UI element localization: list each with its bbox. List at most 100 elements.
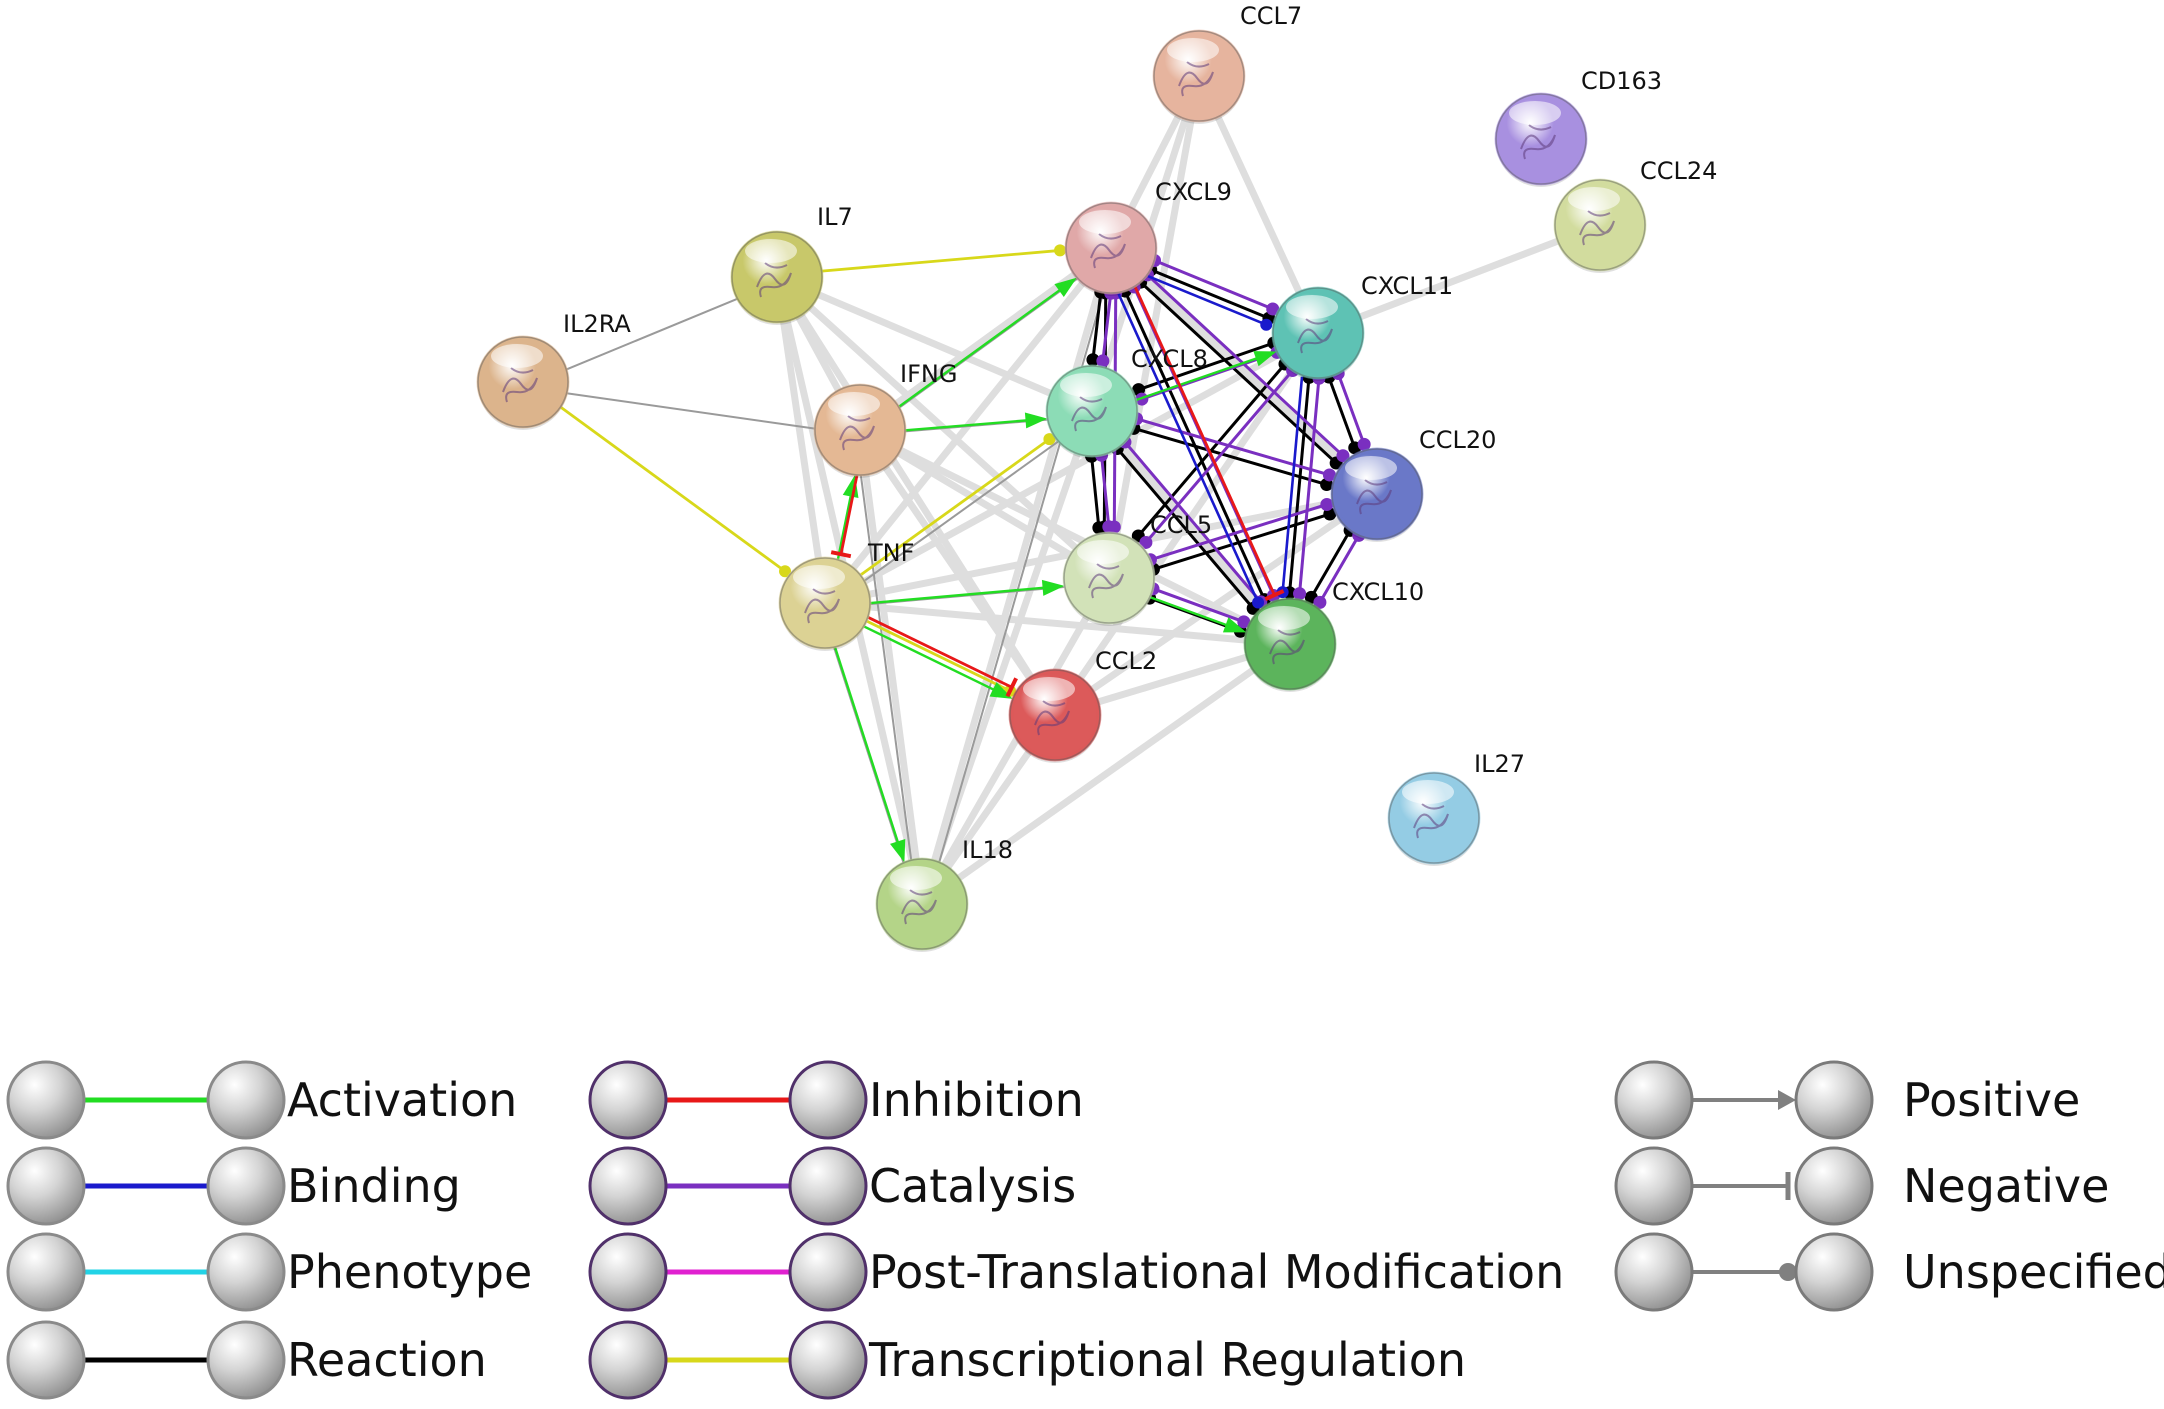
edge-pathway-ifng-il18	[859, 473, 913, 863]
edge-activation-tnf-ccl5	[870, 579, 1065, 605]
legend-node-icon	[6, 1146, 86, 1226]
edge-pathway-il2ra-ifng	[564, 392, 817, 430]
legend-node-icon	[1614, 1232, 1694, 1312]
legend-edge-inhibition: Inhibition	[666, 1073, 1084, 1127]
node-ccl5[interactable]: CCL5	[1062, 511, 1212, 626]
protein-structure-icon	[1269, 629, 1305, 665]
edge-evidence-ccl2-cxcl10	[1090, 652, 1255, 707]
node-label: CXCL10	[1332, 578, 1424, 606]
node-ccl2[interactable]: CCL2	[1008, 647, 1157, 763]
edge-evidence-il18-ccl5	[938, 610, 1093, 872]
edge-evidence-cxcl8-cxcl10	[1115, 438, 1267, 617]
legend-node-icon	[1794, 1060, 1874, 1140]
protein-structure-icon	[1413, 803, 1449, 839]
edge-evidence-ifng-il18	[861, 467, 921, 867]
edge-activation-ifng-cxcl8	[905, 412, 1048, 432]
legend-edge-phenotype: Phenotype	[84, 1245, 532, 1299]
node-il7[interactable]: IL7	[730, 203, 853, 325]
legend-node-icon	[1614, 1146, 1694, 1226]
edge-evidence-ifng-ccl5	[891, 447, 1078, 561]
legend-node-icon	[588, 1232, 668, 1312]
legend-edge-activation: Activation	[84, 1073, 517, 1127]
legend-node-icon	[588, 1146, 668, 1226]
edge-transcriptional-il2ra-tnf	[559, 405, 792, 578]
edge-evidence-ifng-cxcl10	[893, 444, 1257, 630]
edge-transcriptional-tnf-cxcl8	[859, 433, 1056, 577]
protein-structure-icon	[1579, 210, 1615, 246]
legend-label: Negative	[1903, 1159, 2109, 1213]
node-il27[interactable]: IL27	[1387, 750, 1525, 866]
legend-node-icon	[588, 1060, 668, 1140]
legend-label: Phenotype	[287, 1245, 532, 1299]
legend-node-icon	[206, 1060, 286, 1140]
node-cd163[interactable]: CD163	[1494, 67, 1662, 187]
edge-evidence-il18-cxcl10	[951, 664, 1261, 884]
edge-evidence-il18-ccl2	[942, 745, 1035, 874]
node-label: IFNG	[900, 360, 957, 388]
edge-pathway-il2ra-il7	[564, 297, 740, 372]
edge-inhibition-ifng-tnf	[830, 475, 859, 559]
legend-label: Reaction	[287, 1333, 487, 1387]
node-label: CCL5	[1150, 511, 1212, 539]
edge-binding-cxcl9-cxcl11	[1147, 274, 1273, 331]
legend-node-icon	[6, 1060, 86, 1140]
node-cxcl10[interactable]: CXCL10	[1243, 578, 1424, 692]
protein-structure-icon	[1088, 563, 1124, 599]
edge-inhibition-cxcl9-cxcl10	[1133, 285, 1285, 601]
legend-label: Binding	[287, 1159, 461, 1213]
legend-node-icon	[1614, 1060, 1694, 1140]
protein-structure-icon	[502, 367, 538, 403]
node-tnf[interactable]: TNF	[778, 539, 914, 651]
legend-effect-positive: Positive	[1692, 1073, 2080, 1127]
node-cxcl11[interactable]: CXCL11	[1271, 272, 1453, 381]
edge-activation-ifng-cxcl9	[898, 277, 1077, 408]
legend-node-icon	[6, 1232, 86, 1312]
edge-evidence-il7-cxcl8	[811, 289, 1058, 399]
node-ccl20[interactable]: CCL20	[1330, 426, 1496, 542]
node-ccl7[interactable]: CCL7	[1152, 2, 1302, 124]
legend-node-icon	[6, 1320, 86, 1400]
edge-transcriptional-il7-cxcl9	[821, 244, 1067, 273]
legend-label: Catalysis	[869, 1159, 1076, 1213]
legend-node-icon	[206, 1232, 286, 1312]
legend-node-icon	[788, 1146, 868, 1226]
protein-structure-icon	[1297, 318, 1333, 354]
edge-evidence-ccl2-ccl20	[1085, 513, 1347, 696]
legend-node-icon	[788, 1320, 868, 1400]
node-label: IL2RA	[563, 310, 631, 338]
legend-label: Post-Translational Modification	[869, 1245, 1564, 1299]
node-label: CXCL11	[1361, 272, 1453, 300]
edge-evidence-il7-tnf	[779, 314, 823, 566]
node-label: IL7	[817, 203, 853, 231]
protein-structure-icon	[1090, 233, 1126, 269]
node-il18[interactable]: IL18	[875, 836, 1013, 952]
legend-node-icon	[206, 1146, 286, 1226]
legend-effect-unspecified: Unspecified	[1692, 1245, 2164, 1299]
legend-label: Unspecified	[1903, 1245, 2164, 1299]
node-ifng[interactable]: IFNG	[813, 360, 957, 478]
node-label: TNF	[867, 539, 914, 567]
protein-structure-icon	[901, 889, 937, 925]
legend-label: Inhibition	[869, 1073, 1084, 1127]
protein-structure-icon	[1520, 124, 1556, 160]
protein-structure-icon	[1034, 700, 1070, 736]
edge-evidence-ccl24-cxcl11	[1352, 236, 1566, 322]
legend-edge-post-translational-modification: Post-Translational Modification	[666, 1245, 1564, 1299]
node-cxcl8[interactable]: CXCL8	[1045, 345, 1208, 459]
edge-evidence-ccl7-cxcl11	[1212, 109, 1305, 300]
legend-label: Transcriptional Regulation	[868, 1333, 1466, 1387]
node-ccl24[interactable]: CCL24	[1553, 157, 1717, 273]
protein-structure-icon	[1356, 479, 1392, 515]
node-il2ra[interactable]: IL2RA	[476, 310, 631, 430]
edge-inhibition-tnf-ccl2	[867, 616, 1018, 698]
edge-pathway-tnf-cxcl8	[862, 439, 1061, 583]
node-label: CXCL8	[1131, 345, 1208, 373]
protein-structure-icon	[1071, 396, 1107, 432]
node-cxcl9[interactable]: CXCL9	[1064, 178, 1232, 296]
node-label: CXCL9	[1155, 178, 1232, 206]
edge-evidence-ifng-cxcl9	[889, 268, 1082, 410]
legend-label: Activation	[287, 1073, 517, 1127]
